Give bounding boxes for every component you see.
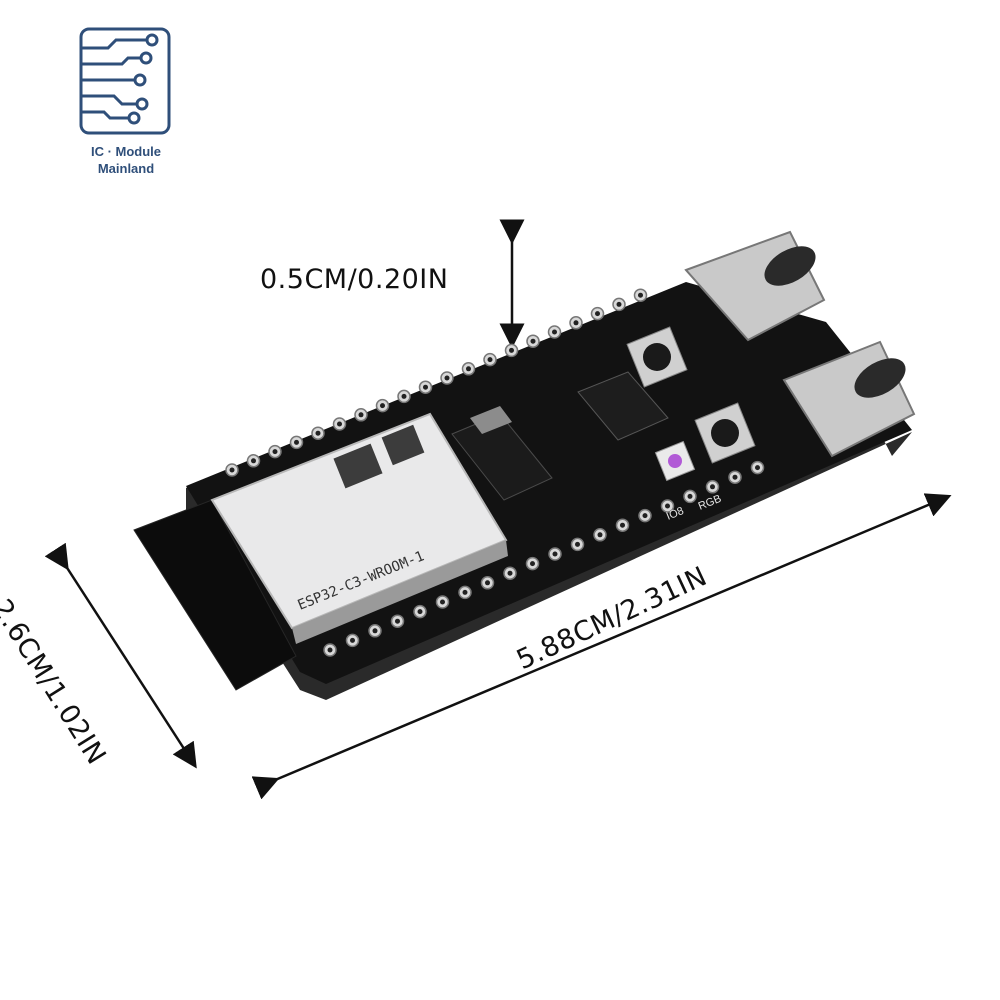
header-pin-hole [251, 458, 256, 464]
header-pin-hole [350, 637, 355, 643]
header-pin-hole [485, 580, 490, 586]
header-pin-hole [509, 347, 514, 353]
header-pin-hole [423, 384, 428, 390]
header-pin-hole [337, 421, 342, 427]
rgb-led-lens [668, 454, 682, 468]
pin-row-bottom [323, 460, 765, 657]
height-dimension-label: 0.5CM/0.20IN [260, 264, 449, 295]
header-pin-hole [395, 618, 400, 624]
header-pin-hole [597, 532, 603, 538]
logo-text: IC · Module Mainland [60, 143, 192, 177]
header-pin-hole [620, 522, 625, 528]
header-pin-hole [642, 513, 648, 519]
header-pin-hole [358, 412, 364, 418]
header-pin-hole [710, 484, 715, 490]
width-arrow [44, 542, 197, 769]
header-pin-hole [638, 292, 643, 298]
header-pin-hole [315, 430, 321, 436]
header-pin-hole [732, 474, 738, 480]
usb-c-port-2 [782, 340, 916, 458]
header-pin-hole [462, 589, 468, 595]
header-pin-hole [530, 338, 536, 344]
usb-c-port-1 [684, 230, 826, 342]
header-pin-hole [229, 467, 235, 473]
header-pin-hole [272, 449, 278, 455]
header-pin-hole [575, 541, 580, 547]
header-pin-hole [665, 503, 670, 509]
header-pin-hole [755, 465, 760, 471]
header-pin-hole [616, 301, 622, 307]
header-pin-hole [507, 570, 513, 576]
logo-line-2: Mainland [97, 161, 155, 176]
header-pin-hole [327, 647, 333, 653]
header-pin-hole [417, 609, 423, 615]
boot-button[interactable] [626, 326, 688, 388]
circuit-logo-icon [79, 27, 171, 135]
header-pin-hole [401, 393, 407, 399]
header-pin-hole [552, 551, 558, 557]
header-pin-hole [294, 439, 299, 445]
module-shield-side [292, 540, 508, 644]
header-pin-hole [552, 329, 557, 335]
header-pin-hole [440, 599, 445, 605]
ic-module-logo [78, 26, 172, 136]
header-pin-hole [573, 320, 579, 326]
header-pin-hole [466, 366, 471, 372]
header-pin-hole [380, 403, 385, 409]
header-pin-hole [487, 357, 493, 363]
reset-button[interactable] [694, 402, 756, 464]
qr-code-icon [333, 424, 425, 489]
pin-row-top [225, 288, 648, 477]
regulator-tab [470, 406, 512, 434]
logo-line-1: IC · Module [90, 144, 162, 159]
header-pin-hole [530, 561, 535, 567]
header-pin-hole [372, 628, 378, 634]
header-pin-hole [444, 375, 450, 381]
usb-bridge-chip [577, 371, 669, 441]
antenna-area [133, 499, 297, 691]
header-pin-hole [595, 311, 600, 317]
header-pin-hole [687, 493, 693, 499]
length-arrow [251, 493, 952, 800]
